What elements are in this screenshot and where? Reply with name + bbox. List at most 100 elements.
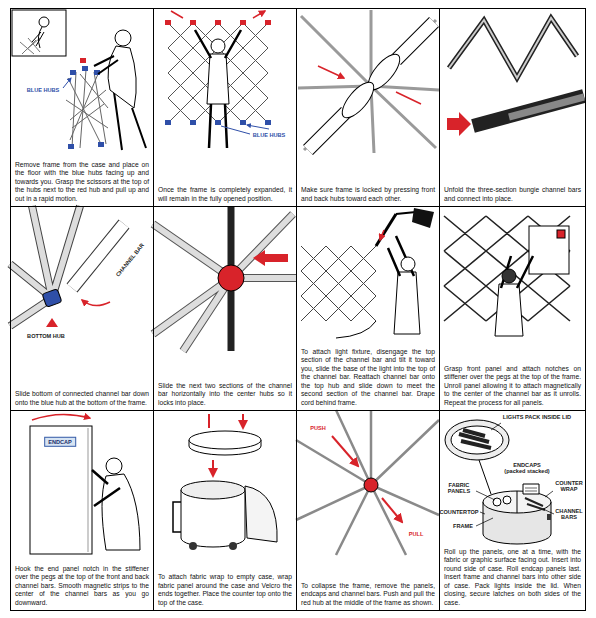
fabric-panel <box>529 226 569 274</box>
part-label: ENDCAP <box>44 437 76 447</box>
endcap-illustration <box>30 414 140 554</box>
caption-area: To attach fabric wrap to empty case, wra… <box>158 573 292 607</box>
lid-inside <box>451 426 503 454</box>
part-label: LIGHTS PACK INSIDE LID <box>503 414 571 420</box>
step-caption: Slide bottom of connected channel bar do… <box>15 390 149 407</box>
frame-bars <box>10 206 80 326</box>
step-caption: To attach light fixture, disengage the t… <box>301 348 435 408</box>
part-label: CHANNEL BARS <box>555 508 583 521</box>
light-head <box>412 208 434 228</box>
person-arms <box>94 56 118 74</box>
person-arms <box>195 30 241 58</box>
push-arrow <box>447 112 471 136</box>
step-caption: Unfold the three-section bungie channel … <box>444 186 581 203</box>
light-cord <box>336 321 376 338</box>
instruction-panel: Slide bottom of connected channel bar do… <box>10 206 154 411</box>
light-fixture-illustration <box>301 208 434 338</box>
bungee-bars-illustration <box>447 18 584 136</box>
inset-figure <box>32 27 44 48</box>
unpack-frame-illustration <box>12 10 146 150</box>
arm-sleeves <box>308 22 434 150</box>
part-label: CHANNEL BAR <box>115 242 146 278</box>
inset-head <box>39 17 49 27</box>
person-torso <box>108 46 136 108</box>
case-handle <box>173 502 181 532</box>
caption-area: To collapse the frame, remove the panels… <box>301 582 435 608</box>
bar-connector <box>473 96 584 126</box>
countertop <box>189 431 261 449</box>
part-label: FABRIC PANELS <box>444 482 474 495</box>
instruction-panel: Remove frame from the case and place on … <box>10 8 154 207</box>
channel-bar-highlight <box>449 18 577 78</box>
pointer-arrow <box>63 78 71 88</box>
channel-bars <box>525 498 545 510</box>
caption-area: Once the frame is completely expanded, i… <box>158 186 292 203</box>
caption-area: To attach light fixture, disengage the t… <box>301 348 435 408</box>
leader-line <box>491 423 501 430</box>
part-label: PULL <box>409 531 424 537</box>
rolled-panel <box>503 496 511 504</box>
channel-bar-outline <box>72 224 124 288</box>
light-arm <box>396 212 416 214</box>
arm-outline <box>308 22 434 150</box>
instruction-panel: To collapse the frame, remove the panels… <box>296 410 440 611</box>
hook-arrow <box>32 414 90 420</box>
case-top <box>181 481 245 499</box>
lid-hinge <box>479 460 491 494</box>
part-label: FRAME <box>453 523 473 529</box>
attach-panel-illustration <box>444 216 570 336</box>
step-caption: Remove frame from the case and place on … <box>15 161 149 204</box>
step-caption: Roll up the panels, one at a time, with … <box>444 548 581 608</box>
packing-case-illustration <box>445 420 554 544</box>
top-hubs <box>165 20 271 25</box>
instruction-panel: Unfold the three-section bungie channel … <box>439 8 586 207</box>
pull-arrows <box>171 11 265 18</box>
slide-arrow <box>82 300 110 306</box>
place-arrows <box>209 414 243 428</box>
step-caption: Slide the next two sections of the chann… <box>158 382 292 408</box>
caption-area: Slide bottom of connected channel bar do… <box>15 390 149 407</box>
pointer-triangle <box>46 318 58 327</box>
bottom-hub-illustration <box>10 206 124 327</box>
caption-area: Grasp front panel and attach notches on … <box>444 365 581 408</box>
collapsed-frame <box>66 70 108 148</box>
red-hub <box>80 58 86 63</box>
latch <box>547 514 551 520</box>
person-arms <box>501 256 533 288</box>
fabric-wrap <box>245 486 277 542</box>
person-arms <box>92 470 120 506</box>
pull-arrow <box>382 498 402 522</box>
instruction-panel: Make sure frame is locked by pressing fr… <box>296 8 440 207</box>
step-caption: Grasp front panel and attach notches on … <box>444 365 581 408</box>
red-hub <box>364 478 378 492</box>
wheel <box>229 542 237 550</box>
inset-frame <box>12 10 66 56</box>
step-caption: Once the frame is completely expanded, i… <box>158 186 292 203</box>
instruction-panel: To attach light fixture, disengage the t… <box>296 206 440 411</box>
part-label: COUNTERTOP <box>439 509 478 515</box>
frame-bar-fill <box>10 206 80 326</box>
frame-bar-fill <box>153 214 296 351</box>
part-label: BOTTOM HUB <box>27 333 65 339</box>
collapse-frame-illustration <box>296 410 439 555</box>
endcap-stack <box>523 484 539 494</box>
step-caption: Hook the end panel notch in the stiffene… <box>15 565 149 608</box>
lock-frame-illustration <box>298 10 439 153</box>
part-label: BLUE HUBS <box>27 87 60 93</box>
person-head <box>401 257 415 271</box>
wheel <box>189 542 197 550</box>
frame-spokes <box>296 410 439 555</box>
channel-bars <box>449 18 577 78</box>
instruction-panel: Grasp front panel and attach notches on … <box>439 206 586 411</box>
caption-area: Hook the end panel notch in the stiffene… <box>15 565 149 608</box>
instruction-panel: Once the frame is completely expanded, i… <box>153 8 297 207</box>
instruction-panel: Hook the end panel notch in the stiffene… <box>10 410 154 611</box>
push-arrow <box>332 436 358 466</box>
caption-area: Make sure frame is locked by pressing fr… <box>301 186 435 203</box>
person-head <box>211 39 225 53</box>
person-torso <box>495 284 523 336</box>
caption-area: Roll up the panels, one at a time, with … <box>444 548 581 608</box>
case-top <box>483 491 551 513</box>
